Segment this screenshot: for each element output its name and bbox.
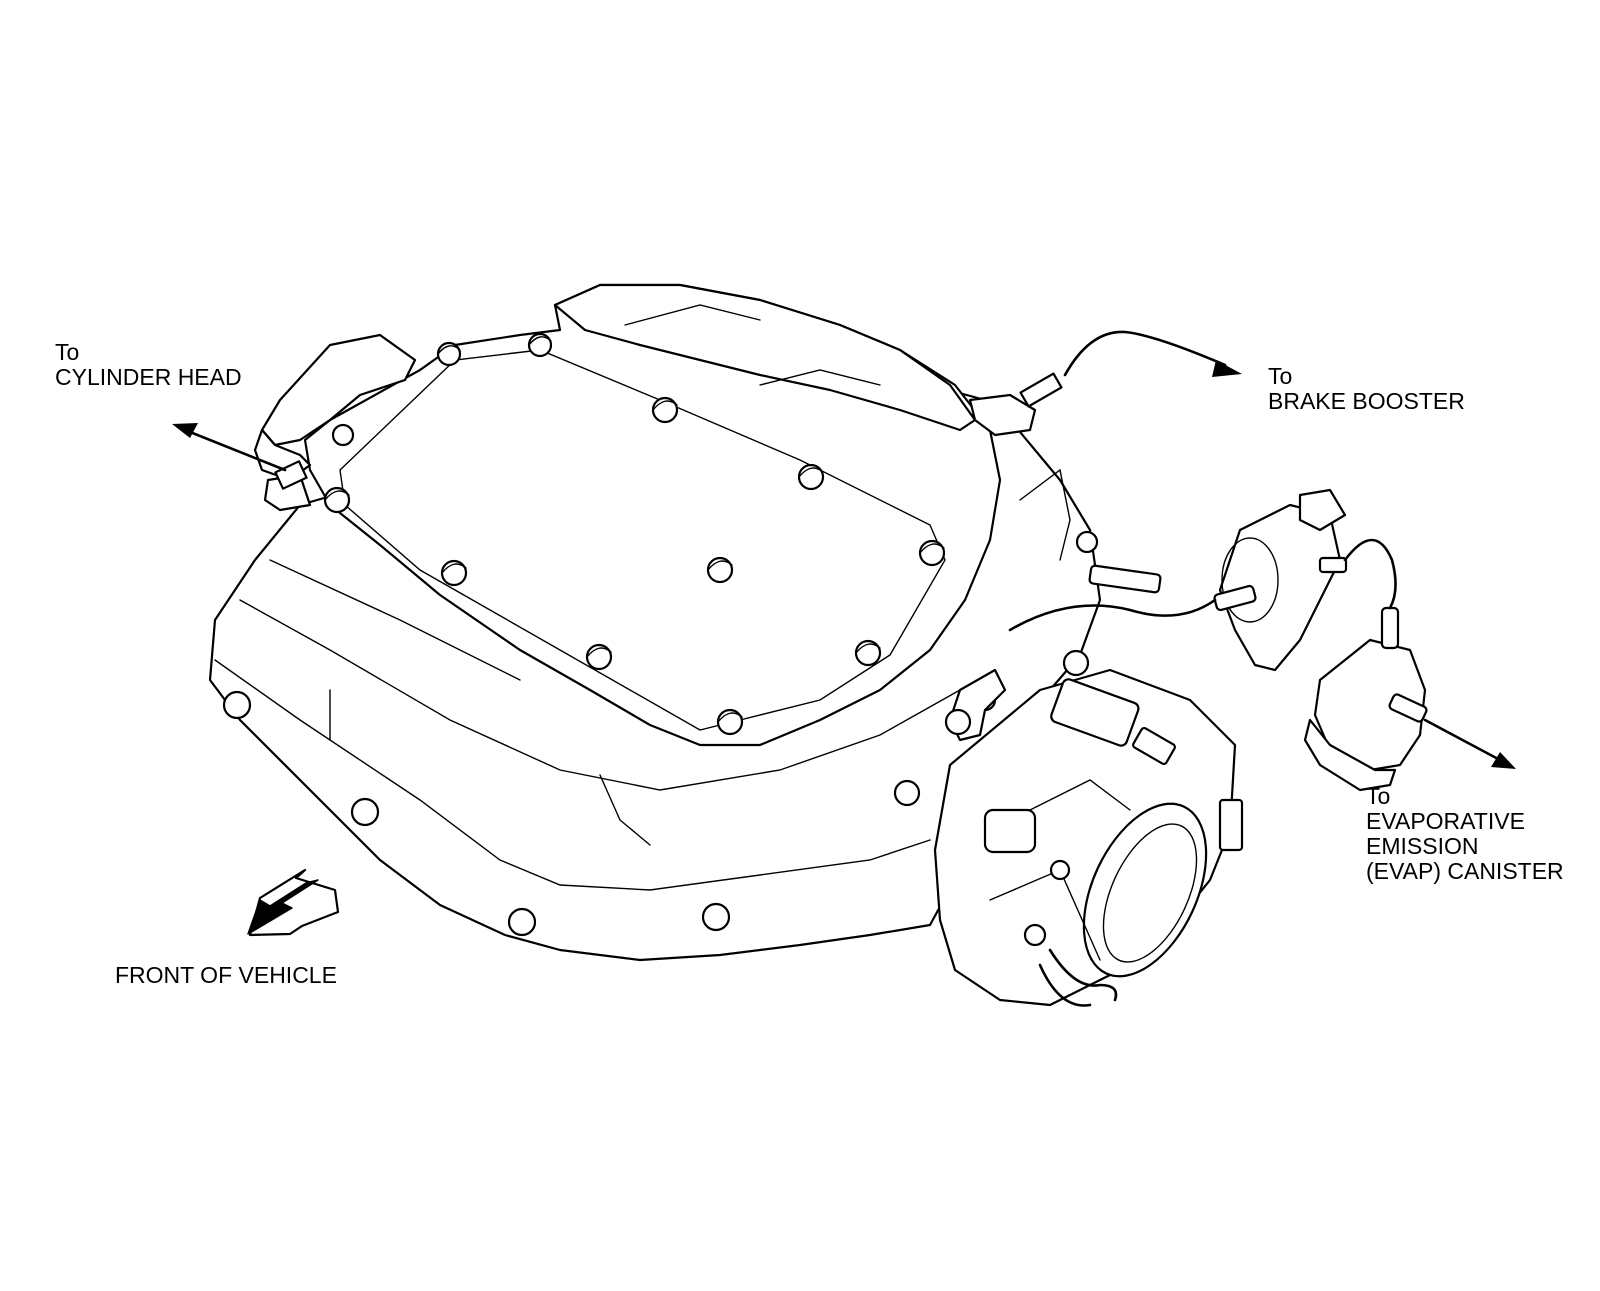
right-pipe-stub bbox=[1088, 564, 1162, 594]
upper-plate-outline bbox=[339, 349, 946, 731]
label-to-evap-canister: To EVAPORATIVE EMISSION (EVAP) CANISTER bbox=[1366, 784, 1564, 884]
arrow-to-cylinder-head bbox=[172, 423, 287, 472]
purge-valve-nipple-right bbox=[1318, 556, 1348, 574]
throttle-lower-hose bbox=[1048, 948, 1118, 1002]
purge-valve-face bbox=[1221, 537, 1279, 623]
hose-throttle-to-purge bbox=[1008, 598, 1217, 632]
lower-body-ridge-2 bbox=[239, 599, 961, 791]
left-port-nipple bbox=[274, 460, 308, 490]
purge-valve-connector bbox=[1298, 488, 1347, 532]
hose-to-brake-booster bbox=[1063, 330, 1227, 377]
elbow-nut bbox=[944, 708, 972, 736]
throttle-sensor-plug bbox=[1132, 726, 1176, 766]
iac-valve bbox=[983, 808, 1037, 854]
label-front-of-vehicle: FRONT OF VEHICLE bbox=[115, 962, 337, 988]
label-evap-line3: EMISSION bbox=[1366, 833, 1479, 859]
evap-box-flange bbox=[1303, 718, 1397, 792]
lower-body-ridge-4 bbox=[599, 774, 651, 846]
label-brake-booster-line1: To bbox=[1268, 363, 1293, 389]
lower-body-ridge-6 bbox=[1019, 468, 1071, 561]
label-cylinder-head-line1: To bbox=[55, 339, 80, 365]
throttle-sensor bbox=[1050, 678, 1140, 747]
label-evap-line2: EVAPORATIVE bbox=[1366, 808, 1525, 834]
runner-ridge-line-1 bbox=[624, 304, 761, 326]
arrow-to-brake-booster bbox=[1212, 360, 1242, 377]
throttle-bolt-2 bbox=[1049, 859, 1071, 881]
purge-valve-nipple-left bbox=[1213, 584, 1257, 612]
evap-box-side-nipple bbox=[1388, 693, 1428, 723]
throttle-bore-outer bbox=[1082, 802, 1208, 978]
label-evap-line4: (EVAP) CANISTER bbox=[1366, 858, 1564, 884]
throttle-lower-hose-2 bbox=[1038, 963, 1092, 1007]
throttle-bolt-1 bbox=[1023, 923, 1047, 947]
booster-port-nipple bbox=[1019, 372, 1063, 408]
label-cylinder-head-line2: CYLINDER HEAD bbox=[55, 364, 242, 390]
upper-bolts bbox=[323, 332, 946, 736]
lower-body-ridge-3 bbox=[269, 559, 521, 681]
booster-port-base bbox=[968, 393, 1037, 437]
throttle-side-tab bbox=[1218, 798, 1244, 852]
label-to-cylinder-head: To CYLINDER HEAD bbox=[55, 340, 242, 390]
hose-purge-to-evap bbox=[1343, 538, 1397, 610]
left-solenoid-body bbox=[260, 333, 417, 447]
runner-ridge bbox=[553, 283, 977, 432]
label-brake-booster-line2: BRAKE BOOSTER bbox=[1268, 388, 1465, 414]
evap-box-top-nipple bbox=[1380, 606, 1400, 650]
label-to-brake-booster: To BRAKE BOOSTER bbox=[1268, 364, 1465, 414]
front-arrow-icon bbox=[247, 868, 340, 937]
lower-body-ridge-1 bbox=[214, 659, 931, 891]
throttle-bore-inner bbox=[1102, 823, 1198, 963]
arrow-to-evap-canister bbox=[1423, 718, 1516, 769]
runner-ridge-line-2 bbox=[759, 369, 881, 386]
upper-plenum-cover bbox=[303, 283, 1002, 747]
label-evap-line1: To bbox=[1366, 783, 1391, 809]
